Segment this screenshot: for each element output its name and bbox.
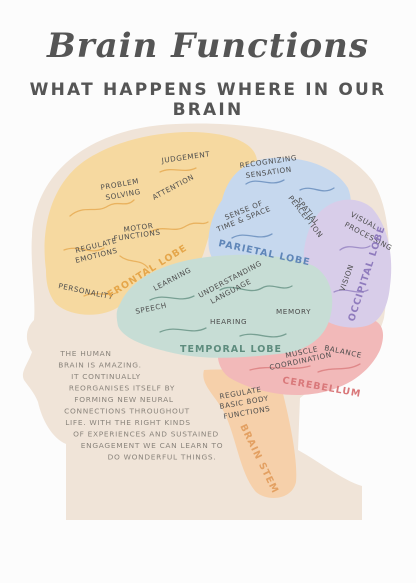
note-line: THE HUMAN <box>59 349 111 358</box>
cerebellum-fissures <box>249 363 361 373</box>
brain-fact-note: THE HUMAN BRAIN IS AMAZING. IT CONTINUALLY… <box>58 349 224 462</box>
label-hearing: HEARING <box>210 317 247 326</box>
temporal-fissures <box>149 285 293 338</box>
note-line: DO WONDERFUL THINGS. <box>108 453 217 462</box>
note-line: BRAIN IS AMAZING. <box>58 361 141 370</box>
poster-title: Brain Functions <box>47 26 369 66</box>
poster-subtitle: WHAT HAPPENS WHERE IN OUR BRAIN <box>29 80 387 120</box>
note-line: IT CONTINUALLY <box>71 372 141 381</box>
brain-stem-region <box>203 369 297 498</box>
note-line: LIFE. WITH THE RIGHT KINDS <box>65 418 191 427</box>
occipital-fissures <box>333 245 371 293</box>
frontal-lobe-region <box>44 132 258 315</box>
note-line: ENGAGEMENT WE CAN LEARN TO <box>81 441 224 450</box>
frontal-fissures <box>63 167 209 297</box>
label-motor: MOTOR <box>123 221 154 234</box>
label-memory: MEMORY <box>276 307 311 316</box>
note-line: CONNECTIONS THROUGHOUT <box>64 407 190 416</box>
note-line: OF EXPERIENCES AND SUSTAINED <box>73 430 219 439</box>
temporal-lobe-region <box>116 254 333 358</box>
note-line: FORMING NEW NEURAL <box>74 395 174 404</box>
note-line: REORGANISES ITSELF BY <box>69 384 175 393</box>
parietal-fissures <box>231 179 335 239</box>
temporal-lobe-label: TEMPORAL LOBE <box>180 344 282 355</box>
